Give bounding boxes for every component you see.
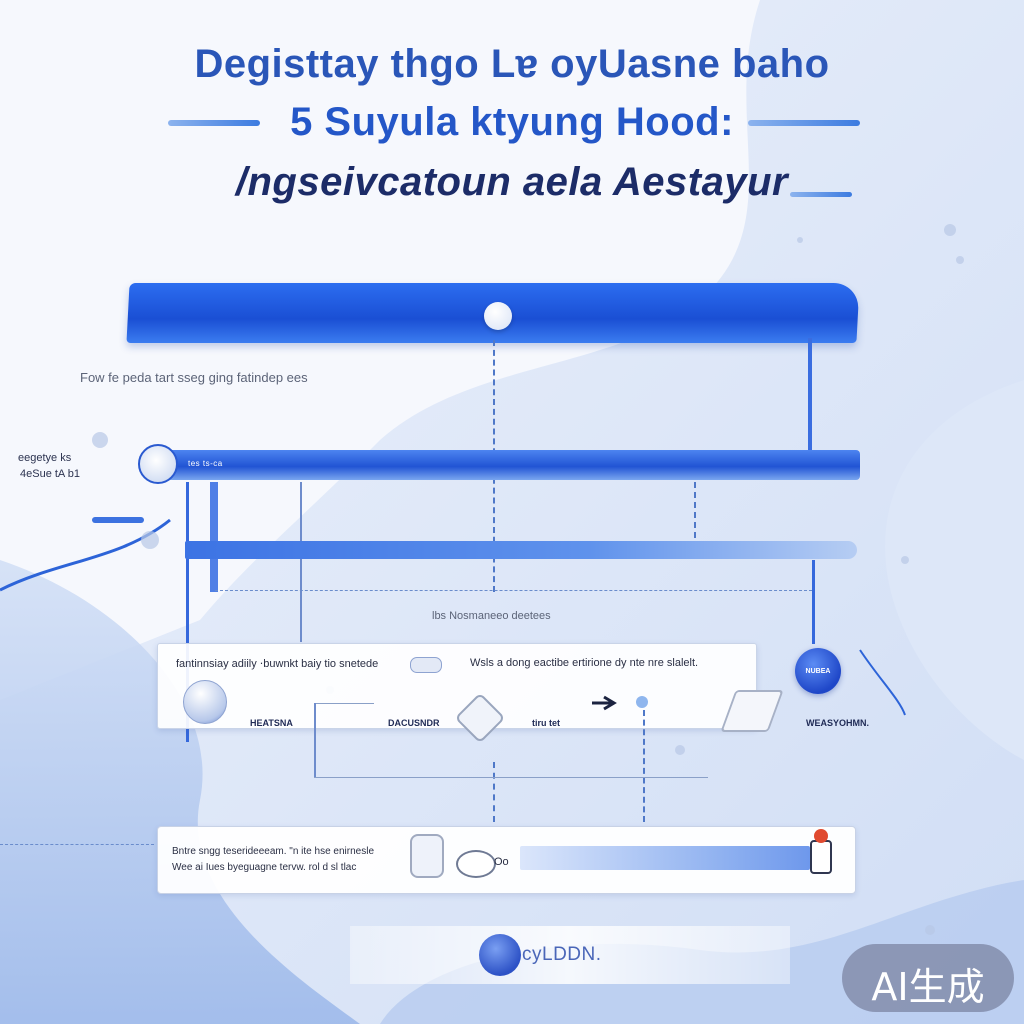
arrow-right-icon xyxy=(592,695,617,711)
bottom-text-2: Wee ai Iues byeguagne tervw. rol d sl tl… xyxy=(172,862,357,873)
battery-icon xyxy=(810,840,832,874)
widget-label: Oo xyxy=(494,856,509,868)
step-connector-1 xyxy=(314,703,374,704)
right-post xyxy=(812,560,815,644)
process-text-left: fantinnsiay adiily ‧buwnkt baiy tio snet… xyxy=(176,658,379,670)
ai-watermark-text: AI生成 xyxy=(871,965,985,1009)
title-swoosh-left xyxy=(168,120,260,126)
header-knob[interactable] xyxy=(484,302,512,330)
drop-icon xyxy=(636,696,648,708)
connector-right xyxy=(694,482,696,538)
left-slider-track[interactable] xyxy=(92,517,144,523)
connector-drop xyxy=(643,710,645,822)
title-swoosh-right xyxy=(748,120,860,126)
title-line-2: 5 Suyula ktyung Hood: xyxy=(290,100,734,144)
logo-plate xyxy=(350,926,790,984)
title-underline xyxy=(790,192,852,197)
connector-lower xyxy=(493,762,495,822)
step-label-2: DACUSNDR xyxy=(388,718,440,728)
bottom-left-guide xyxy=(0,844,154,845)
blue-badge-icon[interactable] xyxy=(795,648,841,694)
badge-text: NUBEA xyxy=(805,668,831,675)
bottom-progress-bar xyxy=(520,846,810,870)
toggle-icon[interactable] xyxy=(410,657,442,673)
scale-bar xyxy=(140,450,860,480)
ai-watermark-badge xyxy=(842,944,1014,1012)
right-support-line xyxy=(808,338,812,458)
scale-left-label-2: 4eSue tA b1 xyxy=(20,468,80,480)
logo-disc-icon xyxy=(479,934,521,976)
alert-dot-icon xyxy=(814,829,828,843)
step-label-3: tiru tet xyxy=(532,718,560,728)
bottom-text-1: Bntre sngg teserideeeam. "n ite hse enir… xyxy=(172,846,375,857)
mid-caption: lbs Nosmaneeo deetees xyxy=(432,610,551,622)
logo-text: cyLDDN. xyxy=(522,944,602,965)
step-label-1: HEATSNA xyxy=(250,718,293,728)
process-text-right: Wsls a dong eactibe ertirione dy nte nre… xyxy=(470,657,699,669)
scale-left-label-1: eegetye ks xyxy=(18,452,72,464)
lower-horizontal-line xyxy=(314,777,708,778)
left-post xyxy=(186,482,189,742)
horizontal-guide xyxy=(215,590,812,591)
scale-bar-cap[interactable] xyxy=(138,444,178,484)
title-line-1: Degisttay thgo Lɐ oyUasne baho xyxy=(194,42,830,86)
step-drop-line xyxy=(314,703,316,777)
secondary-bar xyxy=(185,541,857,559)
scale-bar-label: tes ts-ca xyxy=(188,459,223,468)
device-icon xyxy=(410,834,444,878)
start-node[interactable] xyxy=(183,680,227,724)
step-label-4: WEASYOHMN. xyxy=(806,718,869,728)
inner-post-1 xyxy=(300,482,302,642)
header-caption: Fow fe peda tart sseg ging fatindep ees xyxy=(80,370,308,385)
title-line-3: /ngseivcatoun aela Aestayur xyxy=(235,160,789,204)
left-post-thick xyxy=(210,482,218,592)
lens-icon xyxy=(456,850,496,878)
